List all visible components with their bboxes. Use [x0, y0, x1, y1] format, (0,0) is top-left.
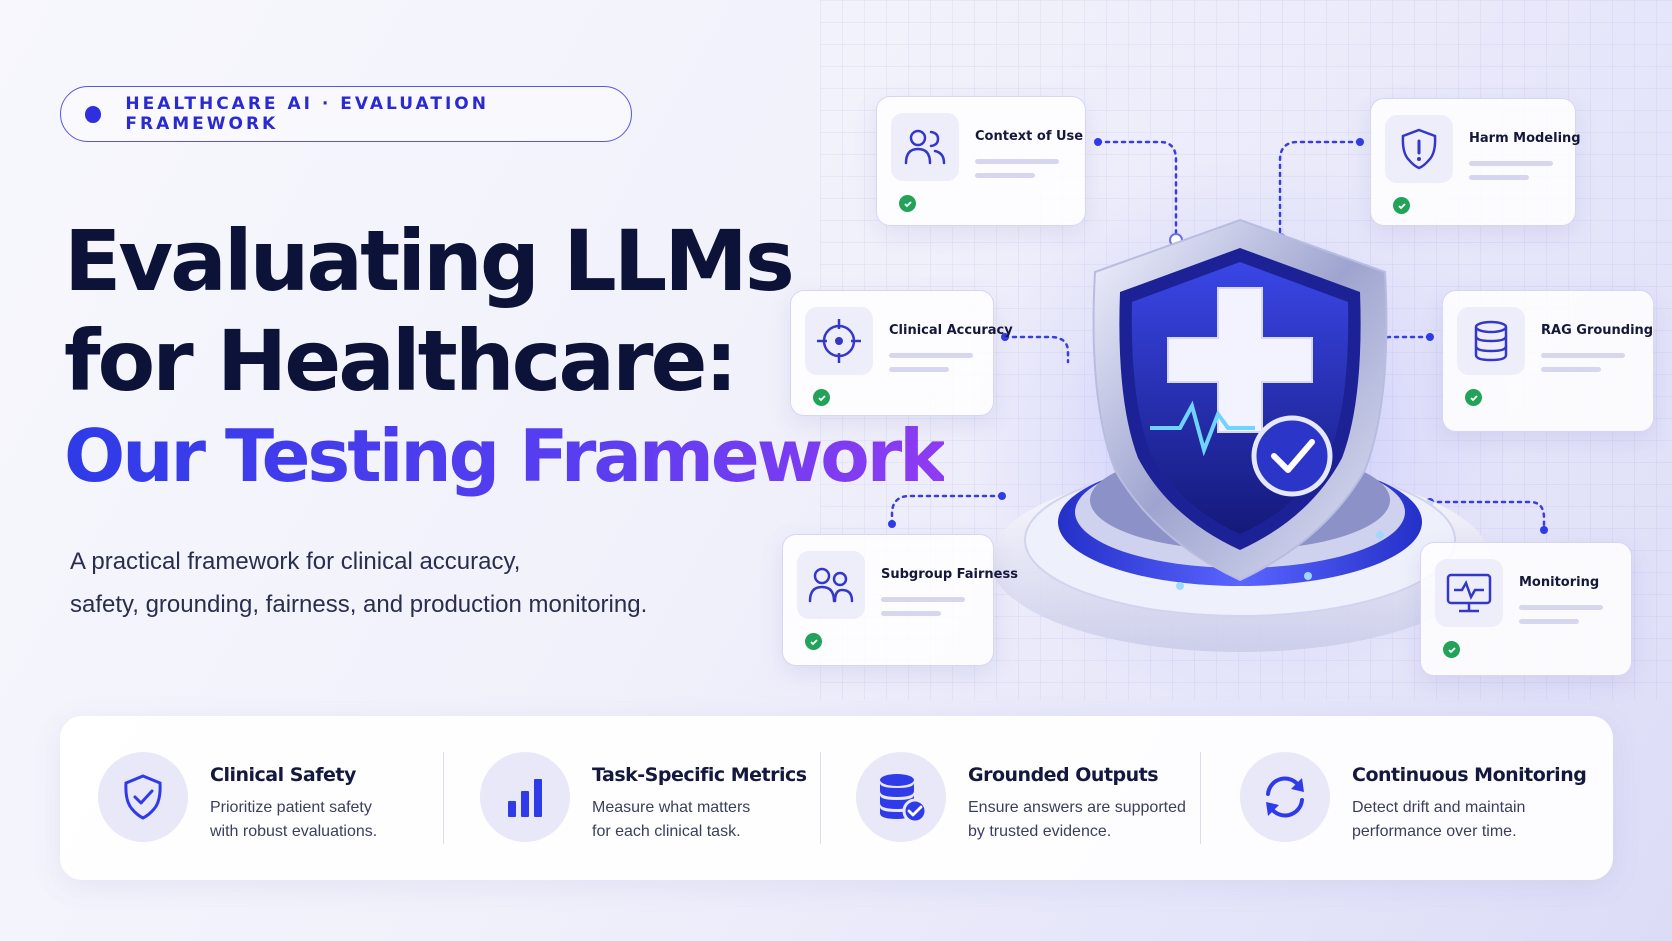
- category-badge: HEALTHCARE AI · EVALUATION FRAMEWORK: [60, 86, 632, 142]
- badge-dot-icon: [85, 105, 102, 123]
- card-icon-box: [797, 551, 865, 619]
- subtitle: A practical framework for clinical accur…: [70, 540, 710, 626]
- check-icon: [1465, 389, 1482, 406]
- feature-description: Ensure answers are supported by trusted …: [968, 799, 1186, 840]
- feature-divider: [443, 752, 444, 844]
- card-rag-grounding: RAG Grounding: [1442, 290, 1654, 432]
- shield-check-icon: [124, 774, 162, 820]
- check-icon: [1393, 197, 1410, 214]
- feature-divider: [1200, 752, 1201, 844]
- feature-grounded-outputs: Grounded Outputs Ensure answers are supp…: [856, 752, 1196, 846]
- check-icon: [1443, 641, 1460, 658]
- check-icon: [805, 633, 822, 650]
- card-title: Monitoring: [1519, 575, 1600, 590]
- refresh-icon: [1266, 776, 1304, 818]
- feature-title: Clinical Safety: [210, 764, 356, 786]
- feature-icon-circle: [856, 752, 946, 842]
- shield-alert-icon: [1401, 128, 1437, 170]
- check-icon: [899, 195, 916, 212]
- card-icon-box: [1435, 559, 1503, 627]
- features-panel: Clinical Safety Prioritize patient safet…: [60, 716, 1613, 880]
- card-icon-box: [1385, 115, 1453, 183]
- feature-clinical-safety: Clinical Safety Prioritize patient safet…: [98, 752, 418, 846]
- check-icon: [813, 389, 830, 406]
- shield-pedestal: [990, 218, 1490, 652]
- crosshair-icon: [817, 319, 861, 363]
- database-check-icon: [880, 774, 927, 823]
- connector-fairness: [890, 494, 1004, 526]
- card-title: Harm Modeling: [1469, 131, 1581, 146]
- feature-task-specific-metrics: Task-Specific Metrics Measure what matte…: [480, 752, 807, 846]
- card-context-of-use: Context of Use: [876, 96, 1086, 226]
- card-title: Clinical Accuracy: [889, 323, 1013, 338]
- feature-icon-circle: [480, 752, 570, 842]
- badge-text: HEALTHCARE AI · EVALUATION FRAMEWORK: [125, 94, 489, 134]
- title-line-3: Our Testing Framework: [64, 414, 947, 498]
- feature-title: Task-Specific Metrics: [592, 764, 807, 786]
- card-icon-box: [805, 307, 873, 375]
- bar-chart-icon: [508, 779, 542, 817]
- feature-continuous-monitoring: Continuous Monitoring Detect drift and m…: [1240, 752, 1587, 846]
- title-line-2: for Healthcare:: [64, 312, 738, 410]
- card-clinical-accuracy: Clinical Accuracy: [790, 290, 1013, 416]
- title-line-1: Evaluating LLMs: [64, 212, 795, 310]
- users-icon: [808, 567, 854, 603]
- card-harm-modeling: Harm Modeling: [1370, 98, 1581, 226]
- feature-title: Grounded Outputs: [968, 764, 1159, 786]
- card-monitoring: Monitoring: [1420, 542, 1632, 676]
- connector-monitoring: [1428, 500, 1546, 532]
- feature-divider: [820, 752, 821, 844]
- users-icon: [904, 129, 946, 165]
- feature-description: Measure what matters for each clinical t…: [592, 799, 751, 840]
- subtitle-line-2: safety, grounding, fairness, and product…: [70, 591, 648, 618]
- card-icon-box: [891, 113, 959, 181]
- feature-title: Continuous Monitoring: [1352, 764, 1587, 786]
- monitor-pulse-icon: [1446, 573, 1492, 613]
- subtitle-line-1: A practical framework for clinical accur…: [70, 548, 521, 575]
- feature-description: Detect drift and maintain performance ov…: [1352, 799, 1526, 840]
- card-icon-box: [1457, 307, 1525, 375]
- feature-icon-circle: [98, 752, 188, 842]
- feature-description: Prioritize patient safety with robust ev…: [210, 799, 378, 840]
- card-title: Subgroup Fairness: [881, 567, 1018, 582]
- connector-accuracy: [1003, 335, 1070, 364]
- card-subgroup-fairness: Subgroup Fairness: [782, 534, 1018, 666]
- connector-harm: [1278, 140, 1362, 242]
- card-title: Context of Use: [975, 129, 1084, 144]
- card-title: RAG Grounding: [1541, 323, 1654, 338]
- connector-context: [1096, 140, 1178, 242]
- feature-icon-circle: [1240, 752, 1330, 842]
- framework-diagram: Context of Use Harm Modeling: [782, 96, 1654, 710]
- database-icon: [1474, 320, 1508, 362]
